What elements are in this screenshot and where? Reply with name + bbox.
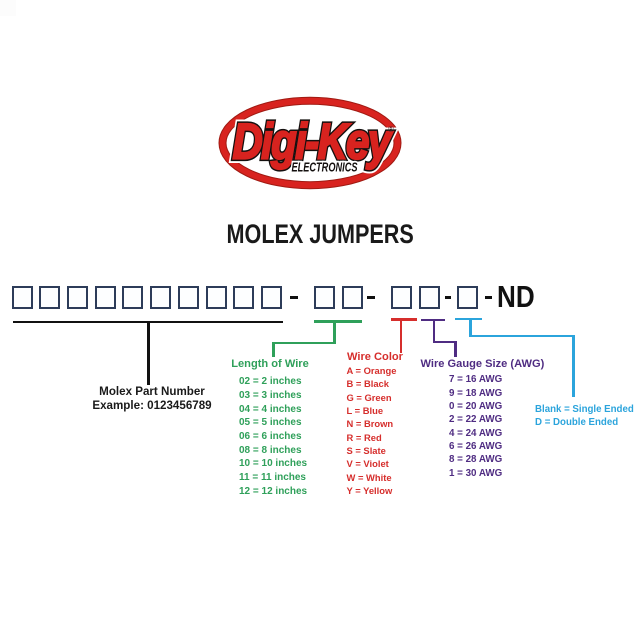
svg-text:Digi-Key: Digi-Key <box>233 113 394 170</box>
svg-text:Digi-Key: Digi-Key <box>233 113 394 170</box>
svg-text:®: ® <box>388 125 394 134</box>
svg-text:Digi-Key: Digi-Key <box>233 113 394 170</box>
svg-text:ELECTRONICS: ELECTRONICS <box>292 161 358 175</box>
svg-text:ELECTRONICS: ELECTRONICS <box>292 161 358 175</box>
